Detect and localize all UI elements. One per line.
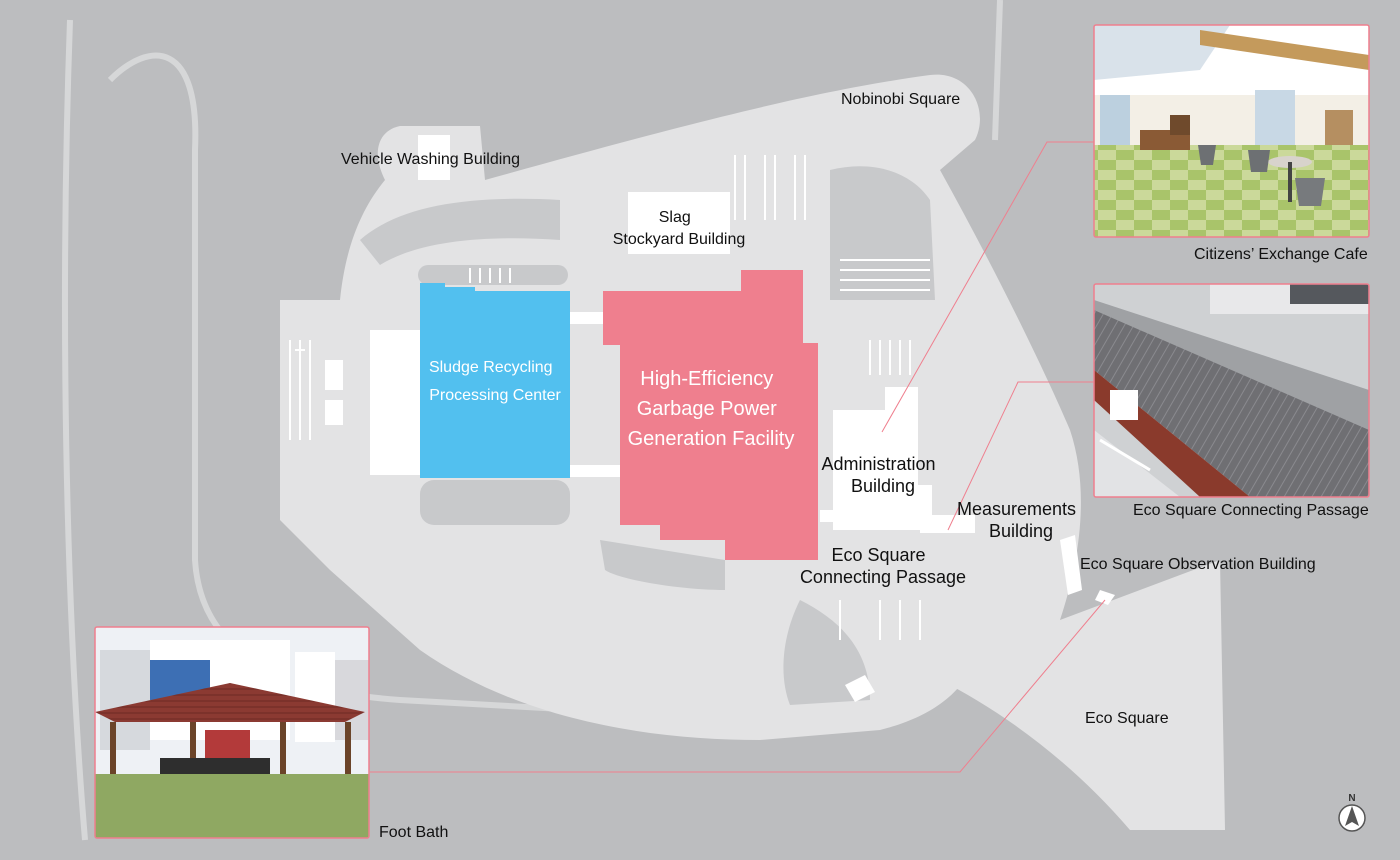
observation-building	[1060, 535, 1082, 595]
north-arrow-icon: N	[1338, 793, 1366, 832]
slag-label-line2: Stockyard Building	[613, 231, 746, 248]
svg-text:Eco Square Connecting Pa: Eco Square Connecting Passage	[800, 545, 966, 587]
main-facility-label-line3: Generation Facility	[628, 428, 795, 450]
vehicle-washing-building	[418, 135, 450, 180]
svg-text:Sludge Recycling Processin: Sludge Recycling Processing Center	[429, 359, 562, 404]
cafe-caption: Citizens’ Exchange Cafe	[1194, 246, 1368, 263]
secondary-buildings	[325, 135, 1115, 702]
passage-label-line2: Connecting Passage	[800, 567, 966, 587]
pavilion-photo[interactable]	[94, 626, 370, 839]
site-lanes	[360, 166, 935, 705]
sludge-label-line2: Processing Center	[429, 387, 561, 404]
observation-building-label: Eco Square Observation Building	[1080, 556, 1316, 573]
admin-label-line1: Administration	[821, 454, 935, 474]
covered-walkway-photo[interactable]	[1093, 283, 1370, 498]
measurements-building	[920, 515, 975, 533]
administration-building	[833, 387, 948, 530]
main-facility-label-line1: High-Efficiency	[640, 368, 773, 390]
map-labels: Nobinobi Square Vehicle Washing Building…	[341, 91, 1316, 727]
footbath-caption: Foot Bath	[379, 824, 448, 841]
passage-caption: Eco Square Connecting Passage	[1133, 502, 1369, 519]
garbage-power-facility	[603, 270, 818, 560]
sludge-recycling-center	[420, 283, 570, 478]
svg-text:High-Efficiency Garbage Po: High-Efficiency Garbage Power Generation…	[628, 368, 795, 450]
callout-lines	[370, 141, 1106, 773]
slag-stockyard-building	[628, 192, 730, 254]
svg-text:Administration Building: Administration Building	[821, 454, 940, 496]
measurements-label-line1: Measurements	[957, 499, 1076, 519]
nobinobi-square-label: Nobinobi Square	[841, 91, 960, 108]
compass-letter: N	[1348, 793, 1355, 804]
sludge-label-line1: Sludge Recycling	[429, 359, 553, 376]
slag-label-line1: Slag	[659, 209, 691, 226]
eco-square-label: Eco Square	[1085, 710, 1169, 727]
main-facility-label-line2: Garbage Power	[637, 398, 777, 420]
vehicle-washing-label: Vehicle Washing Building	[341, 151, 520, 168]
parking-lots	[289, 155, 930, 640]
svg-text:Measurements Building: Measurements Building	[957, 499, 1081, 541]
svg-text:Slag Stockyard Building: Slag Stockyard Building	[613, 209, 746, 248]
passage-label-line1: Eco Square	[831, 545, 925, 565]
cafe-interior-photo[interactable]	[1093, 24, 1370, 238]
admin-label-line2: Building	[851, 476, 915, 496]
measurements-label-line2: Building	[989, 521, 1053, 541]
